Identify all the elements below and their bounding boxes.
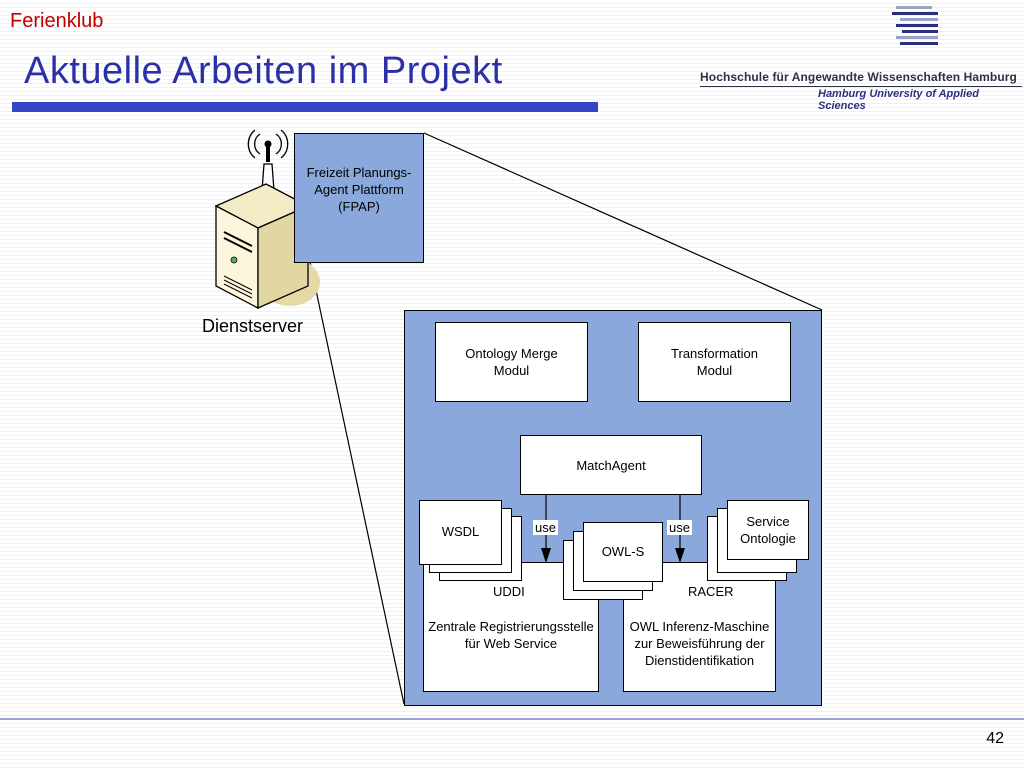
university-logo-icon xyxy=(892,6,944,50)
inference-text: OWL Inferenz-Maschine zur Beweisführung … xyxy=(629,619,770,668)
service-ontologie-box: Service Ontologie xyxy=(727,500,809,560)
fpap-box: Freizeit Planungs- Agent Plattform (FPAP… xyxy=(294,133,424,263)
use-label-left: use xyxy=(533,520,558,535)
page-number: 42 xyxy=(986,730,1004,747)
uddi-label: UDDI xyxy=(493,584,525,599)
university-name-en: Hamburg University of Applied Sciences xyxy=(818,88,979,112)
registry-text: Zentrale Registrierungsstelle für Web Se… xyxy=(428,619,594,651)
use-label-right: use xyxy=(667,520,692,535)
footer-rule xyxy=(0,718,1024,720)
wsdl-box: WSDL xyxy=(419,500,502,565)
university-name-de: Hochschule für Angewandte Wissenschaften… xyxy=(700,70,1017,84)
owls-box: OWL-S xyxy=(583,522,663,582)
transformation-box: Transformation Modul xyxy=(638,322,791,402)
server-label: Dienstserver xyxy=(202,316,304,336)
racer-label: RACER xyxy=(688,584,734,599)
match-agent-box: MatchAgent xyxy=(520,435,702,495)
title-underline xyxy=(12,102,598,112)
ontology-merge-box: Ontology Merge Modul xyxy=(435,322,588,402)
slide-topic: Ferienklub xyxy=(10,10,104,32)
university-divider xyxy=(700,86,1022,87)
slide-title: Aktuelle Arbeiten im Projekt xyxy=(24,50,503,92)
